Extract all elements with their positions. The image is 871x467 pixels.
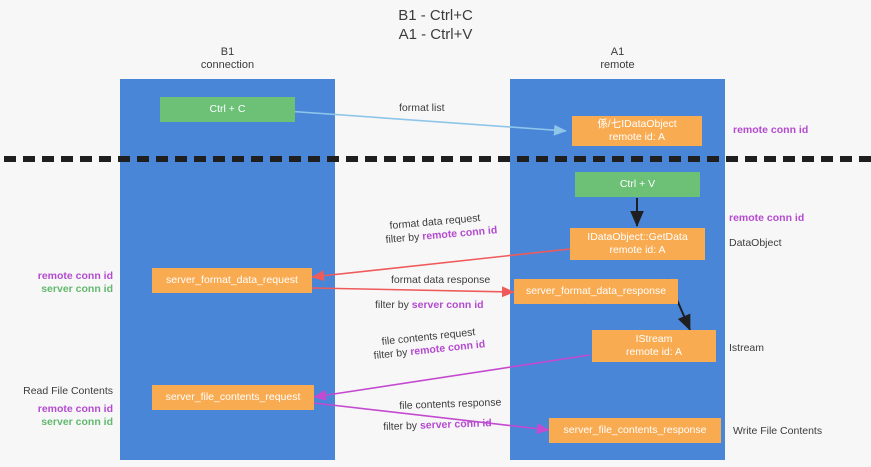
filter-prefix: filter by (385, 230, 423, 246)
separator-dash (479, 156, 491, 162)
separator-dash (289, 156, 301, 162)
separator-dash (764, 156, 776, 162)
filter-prefix: filter by (383, 419, 421, 433)
separator-dash (555, 156, 567, 162)
annotation-right-dataobject: DataObject (729, 237, 782, 249)
annotation-left-server-conn-id-bot: server conn id (41, 416, 113, 428)
separator-dash (365, 156, 377, 162)
annotation-left-read-file-contents: Read File Contents (23, 385, 113, 397)
separator-dash (574, 156, 586, 162)
separator-dash (802, 156, 814, 162)
separator-dash (840, 156, 852, 162)
separator-dash (251, 156, 263, 162)
separator-dash (745, 156, 757, 162)
page-title: B1 - Ctrl+C A1 - Ctrl+V (398, 7, 473, 43)
filter-value-server-conn-id: server conn id (411, 299, 484, 311)
annotation-right-remote-conn-id-mid: remote conn id (729, 212, 805, 224)
separator-dash (270, 156, 282, 162)
separator-dash (403, 156, 415, 162)
separator-dash (99, 156, 111, 162)
separator-dash (441, 156, 453, 162)
separator-dash (61, 156, 73, 162)
separator-dash (156, 156, 168, 162)
annotation-right-istream: Istream (729, 342, 765, 354)
separator-dash (137, 156, 149, 162)
arrow-format-data-response (311, 286, 515, 298)
node-ctrl-c[interactable]: Ctrl + C (160, 97, 295, 122)
arrow-file-contents-request (313, 354, 591, 401)
separator-dash (327, 156, 339, 162)
separator-dash (821, 156, 833, 162)
separator-dash (859, 156, 871, 162)
separator-dash (422, 156, 434, 162)
edge-label-format-data-response: format data response (391, 274, 491, 286)
separator-dash (175, 156, 187, 162)
separator-dash (232, 156, 244, 162)
separator-dash (42, 156, 54, 162)
phase-separator (0, 156, 871, 162)
annotation-left-server-conn-id-mid: server conn id (41, 283, 113, 295)
separator-dash (726, 156, 738, 162)
separator-dash (118, 156, 130, 162)
arrow-format-list (271, 109, 567, 136)
node-ctrl-v[interactable]: Ctrl + V (575, 172, 700, 197)
filter-prefix: filter by (375, 299, 412, 311)
node-server-file-contents-request[interactable]: server_file_contents_request (152, 385, 314, 410)
filter-prefix: filter by (373, 346, 411, 362)
node-idataobject-remote[interactable]: 係/七IDataObject remote id: A (572, 116, 702, 146)
filter-value-server-conn-id: server conn id (419, 417, 492, 432)
separator-dash (631, 156, 643, 162)
node-istream-remote[interactable]: IStream remote id: A (592, 330, 716, 362)
separator-dash (384, 156, 396, 162)
separator-dash (536, 156, 548, 162)
node-server-file-contents-response[interactable]: server_file_contents_response (549, 418, 721, 443)
lane-header-b1: B1 connection (200, 46, 255, 71)
separator-dash (688, 156, 700, 162)
separator-dash (308, 156, 320, 162)
separator-dash (498, 156, 510, 162)
node-idataobject-getdata[interactable]: IDataObject::GetData remote id: A (570, 228, 705, 260)
separator-dash (194, 156, 206, 162)
separator-dash (669, 156, 681, 162)
arrow-file-contents-response (313, 402, 550, 435)
annotation-right-remote-conn-id-top: remote conn id (733, 124, 809, 136)
annotation-right-write-file-contents: Write File Contents (733, 425, 823, 437)
node-server-format-data-request[interactable]: server_format_data_request (152, 268, 312, 293)
separator-dash (213, 156, 225, 162)
separator-dash (707, 156, 719, 162)
separator-dash (4, 156, 16, 162)
lane-header-a1: A1 remote (600, 46, 635, 71)
separator-dash (460, 156, 472, 162)
separator-dash (346, 156, 358, 162)
separator-dash (23, 156, 35, 162)
separator-dash (517, 156, 529, 162)
edge-label-format-list: format list (399, 102, 445, 114)
annotation-left-remote-conn-id-mid: remote conn id (37, 270, 113, 282)
separator-dash (593, 156, 605, 162)
arrow-format-data-request (311, 248, 571, 282)
annotation-left-remote-conn-id-bot: remote conn id (37, 403, 113, 415)
separator-dash (612, 156, 624, 162)
edge-label-format-data-response-filter: filter by server conn id (375, 298, 484, 312)
separator-dash (783, 156, 795, 162)
separator-dash (80, 156, 92, 162)
node-server-format-data-response[interactable]: server_format_data_response (514, 279, 678, 304)
separator-dash (650, 156, 662, 162)
